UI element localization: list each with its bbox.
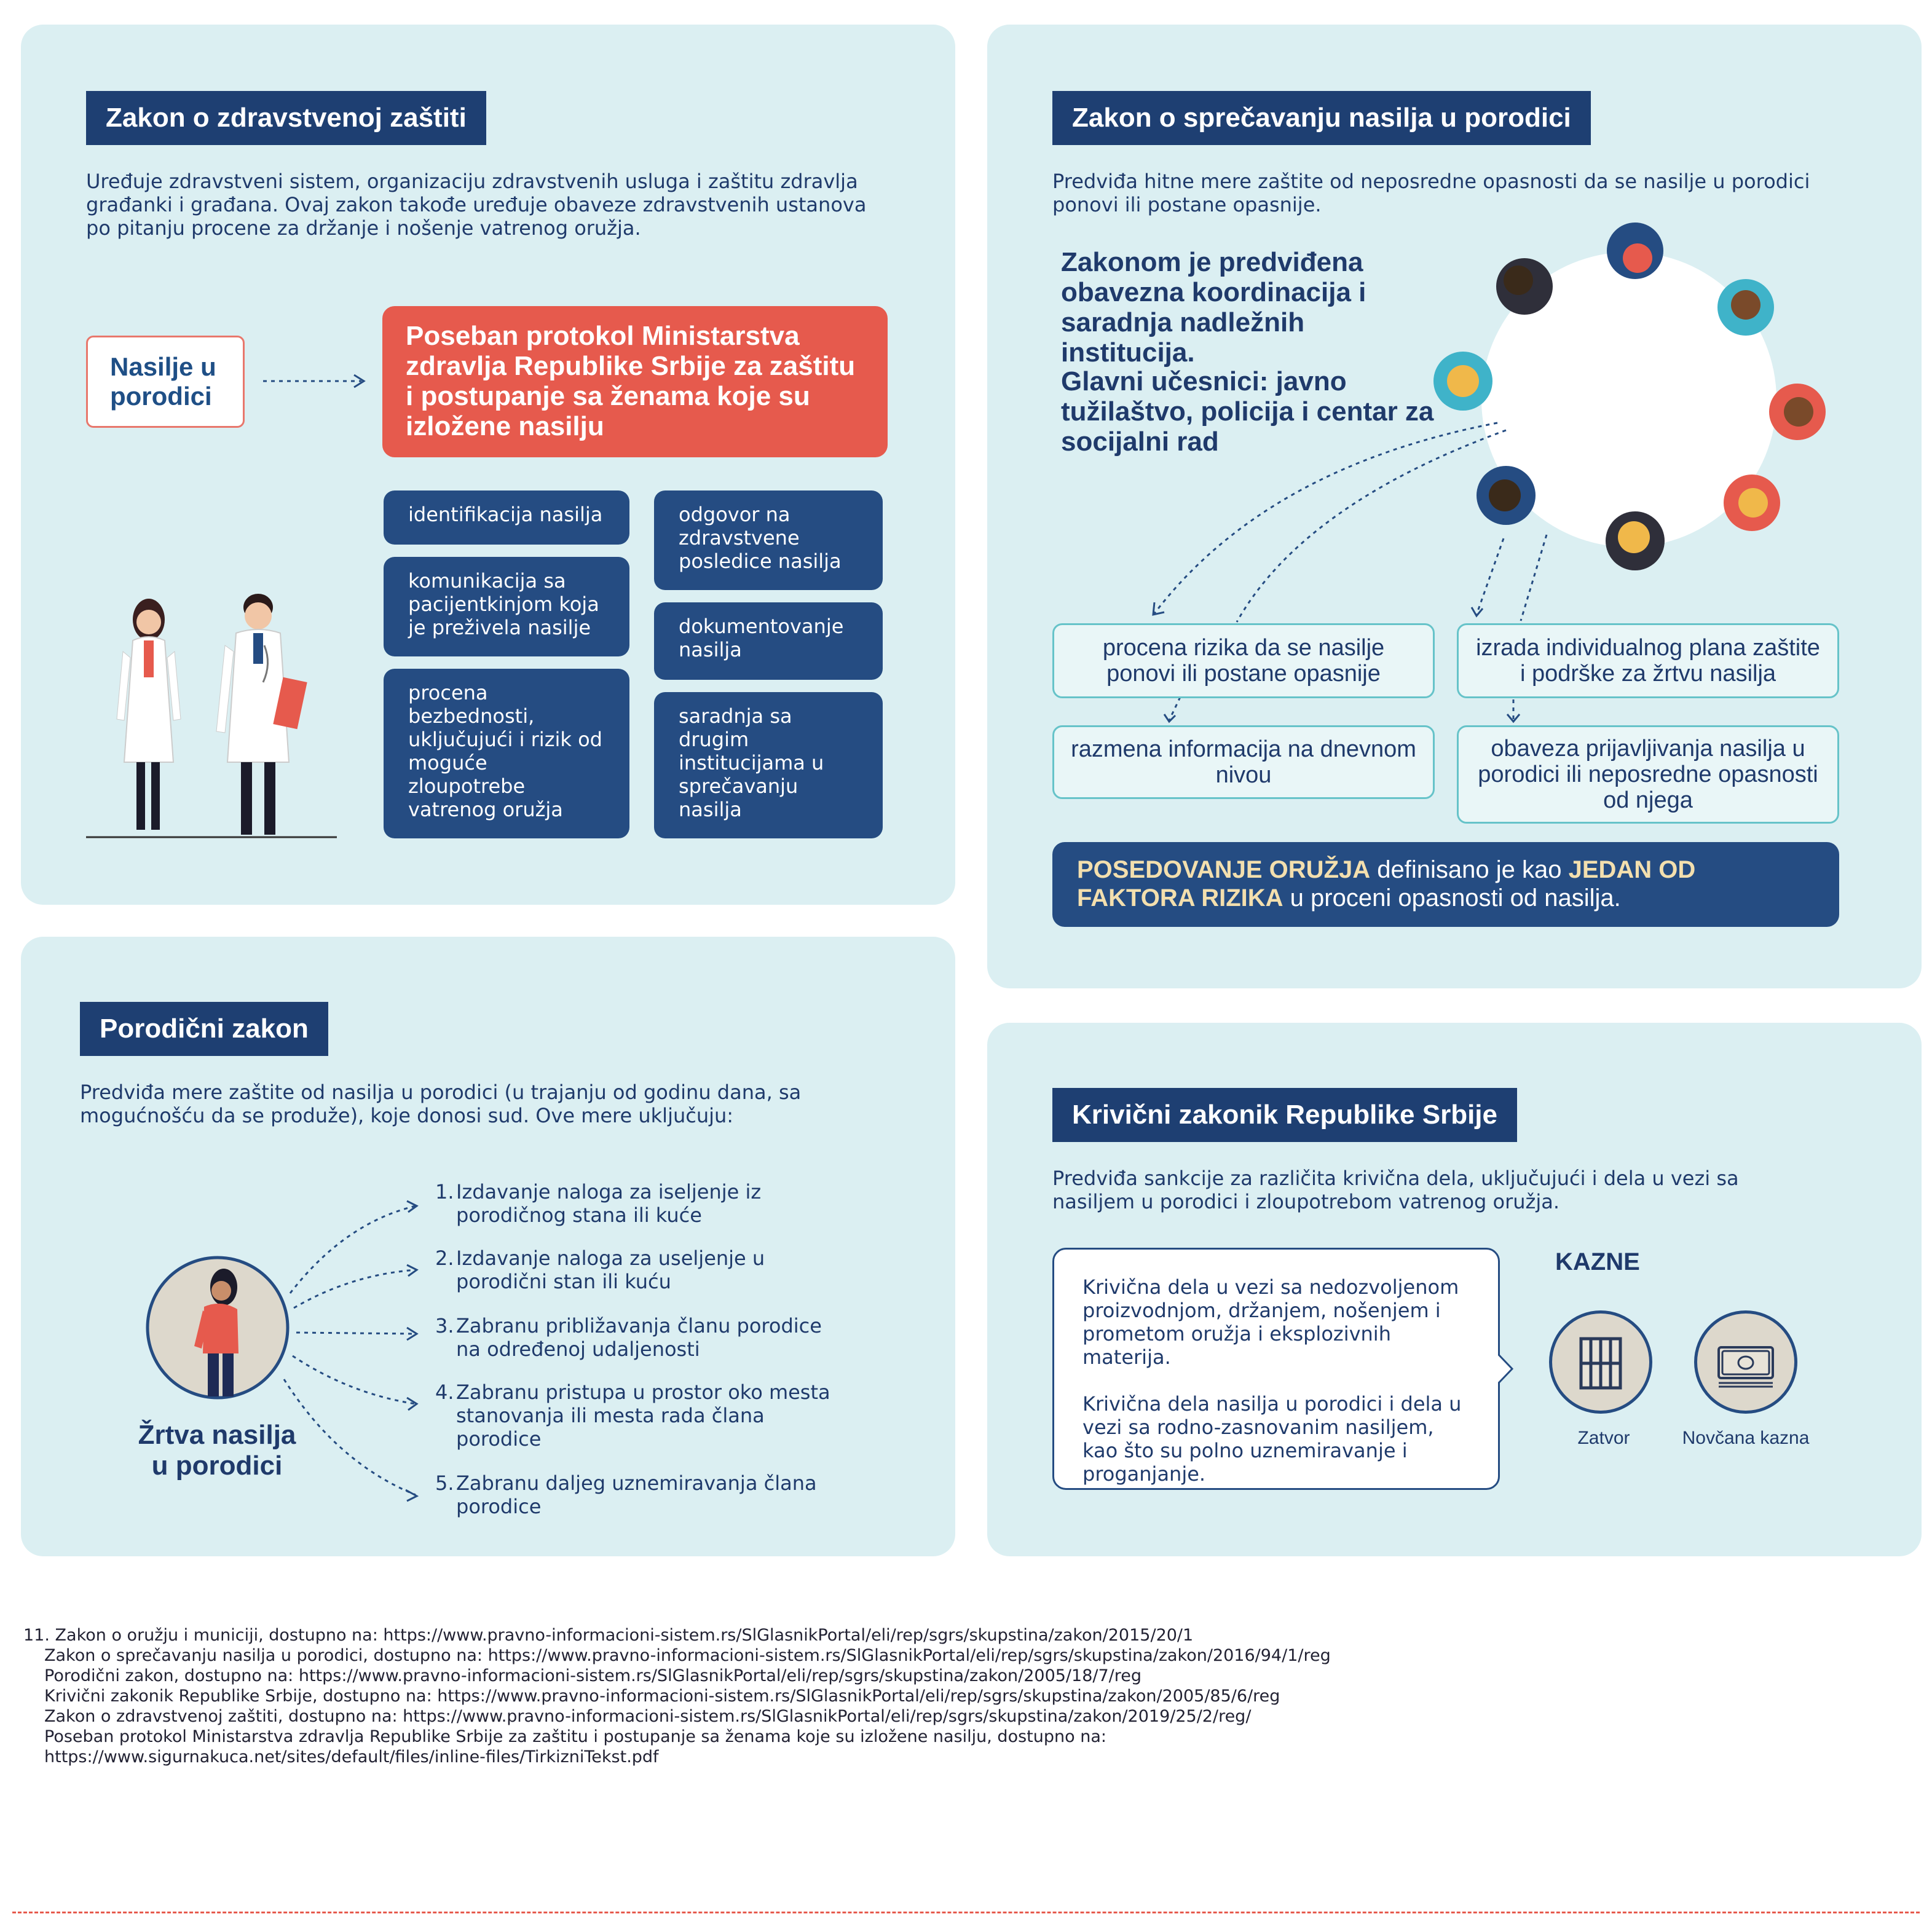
- measure-item-3: 3. Zabranu približavanja članu porodice …: [435, 1314, 850, 1361]
- measure-item-4: 4. Zabranu pristupa u prostor oko mesta …: [435, 1381, 850, 1451]
- reference-item: https://www.sigurnakuca.net/sites/defaul…: [44, 1747, 659, 1767]
- family-law-description: Predviđa mere zaštite od nasilja u porod…: [80, 1081, 802, 1127]
- reference-item: Zakon o zdravstvenoj zaštiti, dostupno n…: [44, 1707, 1252, 1726]
- person-top-left: [1496, 258, 1553, 315]
- prison-label: Zatvor: [1577, 1428, 1630, 1448]
- banner-assessment: u proceni opasnosti od nasilja.: [1283, 884, 1621, 912]
- measure-text: Zabranu pristupa u prostor oko mesta sta…: [456, 1381, 830, 1451]
- measure-number: 5.: [435, 1471, 454, 1495]
- crimes-speech-bubble: Krivična dela u vezi sa nedozvoljenom pr…: [1052, 1248, 1500, 1490]
- protocol-item-safety-assessment: procena bezbednosti, uključujući i rizik…: [384, 669, 629, 838]
- weapons-crimes-text: Krivična dela u vezi sa nedozvoljenom pr…: [1082, 1275, 1459, 1369]
- person-bottom-left: [1477, 466, 1536, 525]
- reference-item: Zakon o sprečavanju nasilja u porodici, …: [44, 1646, 1331, 1665]
- protocol-item-cooperation: saradnja sa drugim institucijama u spreč…: [654, 692, 883, 838]
- round-table-illustration: [1433, 223, 1826, 570]
- health-law-description: Uređuje zdravstveni sistem, organizaciju…: [86, 170, 867, 240]
- jail-icon: [1549, 1310, 1652, 1414]
- person-bottom: [1606, 511, 1665, 570]
- victim-label: Žrtva nasilja u porodici: [138, 1420, 296, 1481]
- banner-weapon-possession: POSEDOVANJE ORUŽJA: [1077, 856, 1371, 883]
- protection-plan-box: izrada individualnog plana zaštite i pod…: [1457, 623, 1839, 698]
- penalties-title: KAZNE: [1555, 1248, 1640, 1275]
- person-left: [1433, 352, 1492, 411]
- person-bottom-right: [1724, 475, 1780, 531]
- bubble-pointer: [1497, 1353, 1514, 1384]
- person-top-right: [1717, 279, 1774, 336]
- reference-item: Krivični zakonik Republike Srbije, dostu…: [44, 1687, 1280, 1706]
- measure-item-5: 5. Zabranu daljeg uznemiravanja člana po…: [435, 1471, 850, 1518]
- protocol-item-health-response: odgovor na zdravstvene posledice nasilja: [654, 490, 883, 590]
- references: 11. Zakon o oružju i municiji, dostupno …: [23, 1625, 1331, 1767]
- prevention-law-title: Zakon o sprečavanju nasilja u porodici: [1052, 91, 1591, 145]
- protocol-box: Poseban protokol Ministarstva zdravlja R…: [382, 306, 888, 457]
- violence-source-box: Nasilje u porodici: [86, 336, 245, 428]
- doctors-illustration: [86, 594, 337, 838]
- protocol-title: Poseban protokol Ministarstva zdravlja R…: [406, 321, 856, 441]
- measure-item-1: 1. Izdavanje naloga za iseljenje iz poro…: [435, 1180, 850, 1227]
- bottom-divider: [12, 1912, 1920, 1913]
- measure-number: 2.: [435, 1247, 454, 1270]
- domestic-violence-crimes-text: Krivična dela nasilja u porodici i dela …: [1082, 1392, 1462, 1486]
- protocol-item-identification: identifikacija nasilja: [384, 490, 629, 545]
- reporting-obligation-box: obaveza prijavljivanja nasilja u porodic…: [1457, 725, 1839, 824]
- reference-item: Poseban protokol Ministarstva zdravlja R…: [44, 1727, 1106, 1746]
- criminal-code-title: Krivični zakonik Republike Srbije: [1052, 1088, 1517, 1142]
- measure-text: Izdavanje naloga za iseljenje iz porodič…: [456, 1180, 762, 1227]
- measure-text: Zabranu približavanja članu porodice na …: [456, 1314, 822, 1361]
- measure-item-2: 2. Izdavanje naloga za useljenje u porod…: [435, 1247, 850, 1293]
- family-law-title: Porodični zakon: [80, 1002, 328, 1056]
- banner-defined-as: definisano je kao: [1370, 856, 1569, 883]
- measure-text: Izdavanje naloga za useljenje u porodičn…: [456, 1247, 765, 1293]
- violence-source-label: Nasilje u porodici: [110, 352, 216, 411]
- reference-item: 11. Zakon o oružju i municiji, dostupno …: [23, 1626, 1194, 1645]
- prevention-law-description: Predviđa hitne mere zaštite od neposredn…: [1052, 170, 1810, 216]
- protocol-item-documentation: dokumentovanje nasilja: [654, 602, 883, 680]
- person-right: [1769, 384, 1826, 440]
- weapon-risk-banner: POSEDOVANJE ORUŽJA definisano je kao JED…: [1052, 842, 1839, 927]
- risk-assessment-box: procena rizika da se nasilje ponovi ili …: [1052, 623, 1435, 698]
- money-icon: [1694, 1310, 1797, 1414]
- protocol-item-communication: komunikacija sa pacijentkinjom koja je p…: [384, 557, 629, 656]
- banner-risk-factor: JEDAN OD FAKTORA RIZIKA: [1077, 856, 1696, 912]
- measure-number: 1.: [435, 1180, 454, 1203]
- fine-label: Novčana kazna: [1682, 1428, 1810, 1448]
- health-law-title: Zakon o zdravstvenoj zaštiti: [86, 91, 486, 145]
- coordination-text: Zakonom je predviđena obavezna koordinac…: [1061, 247, 1366, 368]
- information-exchange-box: razmena informacija na dnevnom nivou: [1052, 725, 1435, 799]
- measure-number: 4.: [435, 1381, 454, 1404]
- criminal-code-description: Predviđa sankcije za različita krivična …: [1052, 1167, 1739, 1213]
- reference-item: Porodični zakon, dostupno na: https://ww…: [44, 1666, 1142, 1685]
- victim-illustration: [146, 1256, 290, 1400]
- measure-number: 3.: [435, 1314, 454, 1337]
- measure-text: Zabranu daljeg uznemiravanja člana porod…: [456, 1471, 817, 1518]
- participants-text: Glavni učesnici: javno tužilaštvo, polic…: [1061, 366, 1434, 457]
- person-top: [1607, 223, 1663, 279]
